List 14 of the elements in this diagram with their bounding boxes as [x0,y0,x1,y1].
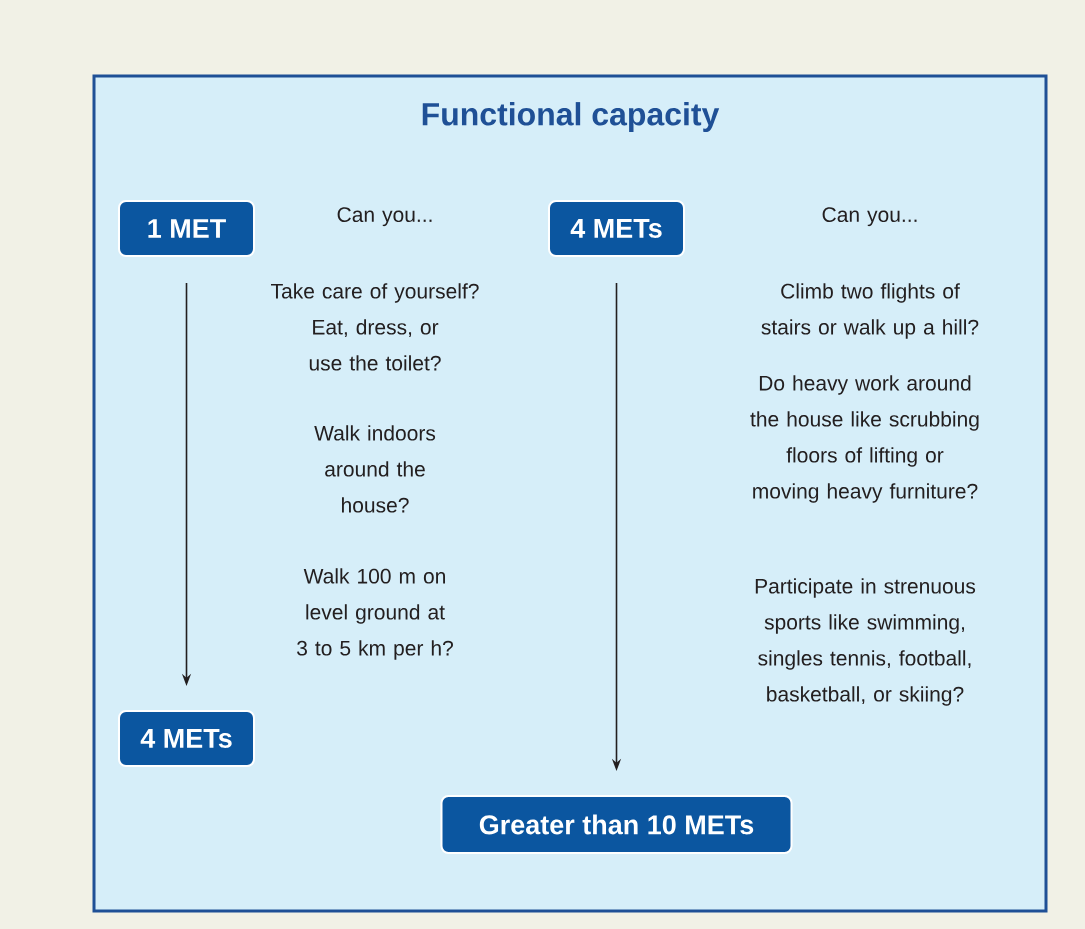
question-text: Do heavy work around the house like scrubbing floors of lifting or moving heavy furniture? [750,375,979,503]
question-text: Walk indoors around the house? [314,425,436,513]
panel [92,74,1048,913]
label-box: 4 METs [548,200,685,257]
label-box: 4 METs [118,710,255,767]
question-text: Can you... [822,207,917,227]
label-box: 1 MET [118,200,255,257]
label-box: Greater than 10 METs [440,795,793,854]
question-text: Can you... [337,207,432,227]
question-text: Walk 100 m on level ground at 3 to 5 km per h? [297,568,453,660]
title: Functional capacity [422,102,720,132]
question-text: Participate in strenuous sports like swimming, singles tennis, football, basketball, or skiing? [755,578,976,706]
question-text: Climb two flights of stairs or walk up a hill? [761,283,979,339]
question-text: Take care of yourself? Eat, dress, or use the toilet? [271,283,479,371]
